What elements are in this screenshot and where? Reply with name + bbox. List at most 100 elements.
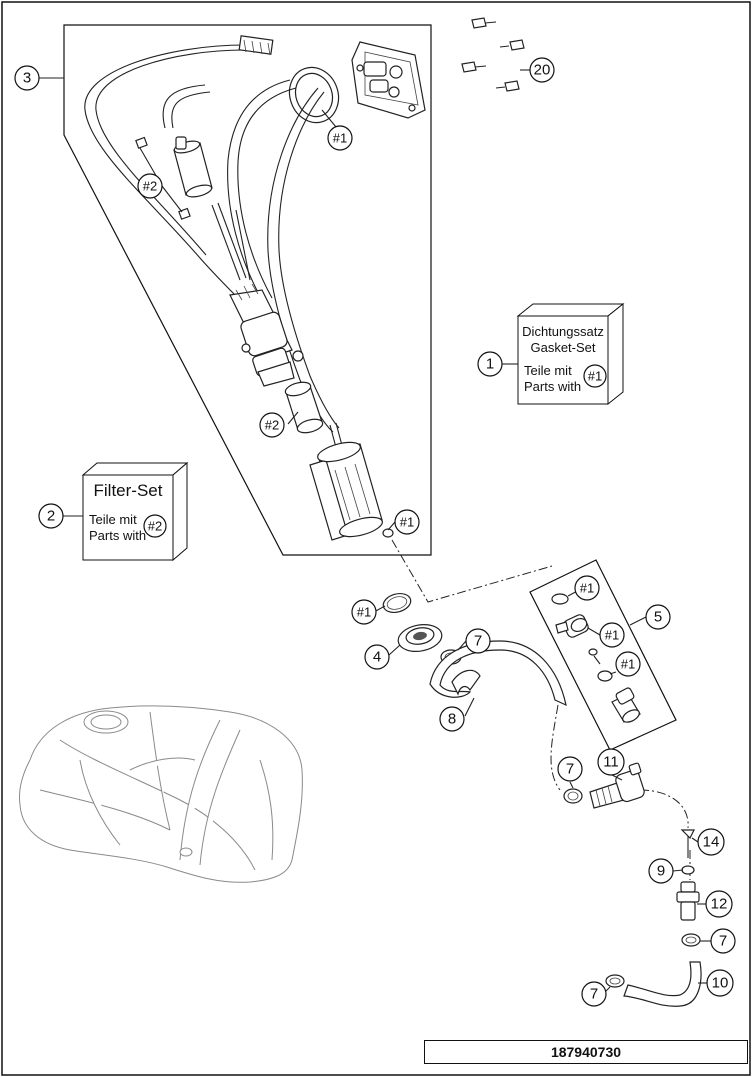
svg-text:20: 20: [534, 62, 551, 79]
callout-h1e: #1: [599, 622, 625, 648]
fuel-filter: [173, 136, 213, 198]
svg-text:#1: #1: [580, 581, 594, 596]
callout-9: 9: [648, 858, 674, 884]
seal-ring: [382, 592, 412, 614]
hose-link-line: [550, 704, 561, 791]
svg-text:10: 10: [712, 975, 729, 992]
fuel-hose-8: [429, 640, 567, 707]
svg-text:#2: #2: [265, 418, 279, 433]
flange-gasket: [288, 66, 340, 124]
o-ring-9: [681, 865, 695, 875]
callout-2: 2: [38, 503, 64, 529]
callout-20: 20: [529, 57, 555, 83]
fuel-hose-10: [623, 961, 702, 1007]
filter-set-line2: Parts with: [89, 528, 146, 543]
callout-7a: 7: [465, 628, 491, 654]
svg-text:1: 1: [486, 356, 494, 373]
pump-flange: [351, 41, 426, 119]
svg-text:2: 2: [47, 508, 55, 525]
callout-11: 11: [597, 748, 625, 776]
callout-h2a: #2: [137, 173, 163, 199]
connector-o-ring: [597, 670, 613, 682]
quick-connector-body: [611, 687, 641, 723]
filter-set-line1: Teile mit: [89, 512, 137, 527]
callout-4: 4: [364, 644, 390, 670]
svg-text:#1: #1: [333, 131, 347, 146]
svg-text:7: 7: [719, 933, 727, 950]
hose-nipple: [676, 881, 700, 921]
bolt-3: [461, 61, 487, 73]
connector-o-ring-small: [588, 648, 598, 656]
pump-strainer: [284, 381, 324, 434]
svg-text:8: 8: [448, 711, 456, 728]
fuel-pump-assembly-group-outline: [63, 24, 432, 556]
pressure-regulator: [229, 283, 304, 387]
svg-text:9: 9: [657, 863, 665, 880]
gasket-set-line2: Gasket-Set: [530, 340, 595, 355]
gasket-set-ref: #1: [588, 369, 602, 384]
callout-h1a: #1: [327, 125, 353, 151]
bolt-set: [461, 17, 525, 92]
svg-text:11: 11: [603, 754, 619, 771]
callout-h1f: #1: [615, 651, 641, 677]
filter-set-box: Filter-Set Teile mit Parts with #2: [81, 461, 189, 562]
quick-connector-clip: [555, 614, 589, 638]
svg-text:7: 7: [590, 986, 598, 1003]
filter-set-title: Filter-Set: [94, 481, 163, 500]
quick-coupling: [589, 762, 645, 809]
gasket-set-line3: Teile mit: [524, 363, 572, 378]
filter-set-ref: #2: [148, 519, 162, 534]
seal-ring-inner: [386, 596, 408, 610]
callout-h2b: #2: [259, 412, 285, 438]
svg-text:3: 3: [23, 70, 31, 87]
callout-h1b: #1: [394, 509, 420, 535]
connector-gasket-top: [551, 593, 569, 605]
svg-text:#1: #1: [400, 515, 414, 530]
svg-text:7: 7: [474, 633, 482, 650]
fuel-pump: [309, 422, 383, 541]
drawing-number: 187940730: [550, 1044, 622, 1060]
hose-clamp-lower-left: [605, 974, 625, 988]
filter-clip-top: [135, 136, 148, 149]
svg-text:7: 7: [566, 761, 574, 778]
callout-h1d: #1: [351, 599, 377, 625]
callout-10: 10: [706, 969, 734, 997]
callout-h1c: #1: [574, 575, 600, 601]
callout-7d: 7: [581, 981, 607, 1007]
pump-o-ring: [382, 528, 394, 538]
svg-text:14: 14: [703, 834, 720, 851]
gasket-set-line4: Parts with: [524, 379, 581, 394]
gasket-set-line1: Dichtungssatz: [522, 324, 604, 339]
svg-text:4: 4: [373, 649, 381, 666]
locking-pin: [680, 829, 695, 858]
assembly-link-line: [391, 539, 553, 603]
callout-12: 12: [705, 890, 733, 918]
svg-text:#2: #2: [143, 179, 157, 194]
callout-8: 8: [439, 706, 465, 732]
bolt-1: [471, 17, 497, 29]
callout-5: 5: [645, 604, 671, 630]
flange-seal: [397, 624, 443, 652]
svg-text:#1: #1: [621, 657, 635, 672]
bolt-4: [495, 80, 520, 92]
wiring-connector: [238, 35, 274, 56]
svg-text:#1: #1: [605, 628, 619, 643]
fuel-hose-8-bend: [451, 669, 481, 696]
callout-14: 14: [697, 828, 725, 856]
callout-1: 1: [477, 351, 503, 377]
bolt-2: [499, 39, 525, 51]
callout-3: 3: [14, 65, 40, 91]
connector-group-outline: [529, 559, 677, 751]
hose-clamp-lower-right: [681, 933, 701, 947]
svg-text:#1: #1: [357, 605, 371, 620]
callout-7c: 7: [710, 928, 736, 954]
connector-link-line: [639, 789, 689, 829]
hose-clamp-mid: [563, 788, 583, 804]
svg-text:5: 5: [654, 609, 662, 626]
drawing-number-box: 187940730: [424, 1040, 748, 1064]
fuel-tank: [19, 705, 303, 883]
svg-text:12: 12: [711, 896, 728, 913]
callout-7b: 7: [557, 756, 583, 782]
